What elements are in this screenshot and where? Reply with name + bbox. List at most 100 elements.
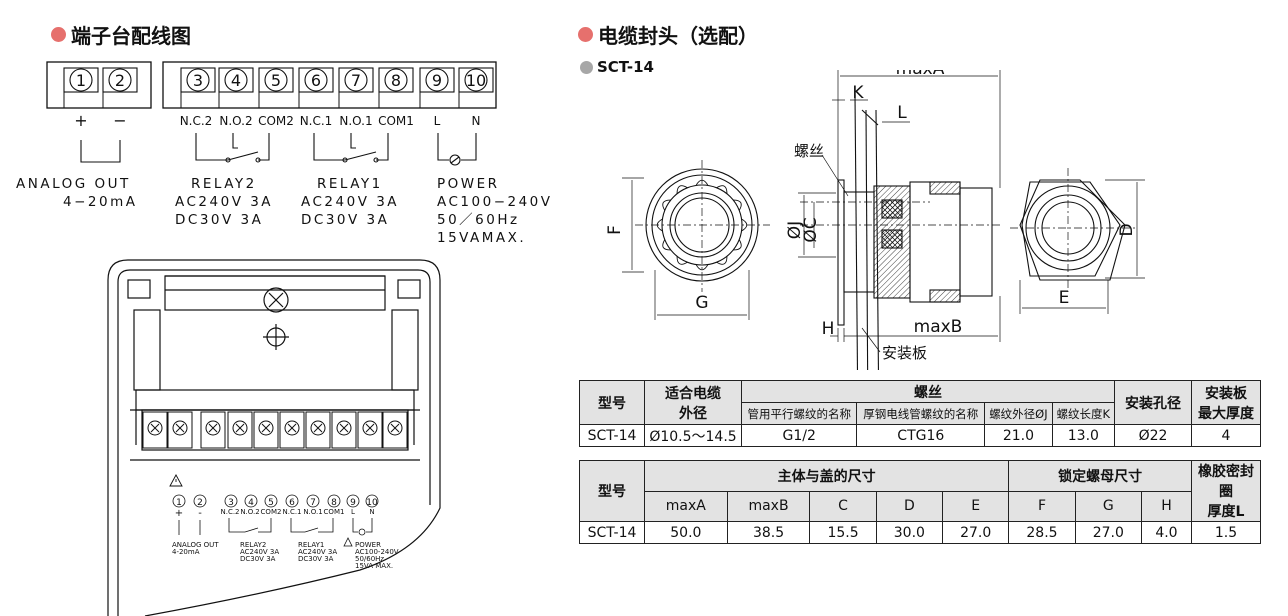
- t2-cell: 38.5: [726, 521, 811, 544]
- terminal-number: 1: [76, 71, 86, 90]
- bullet-icon: [51, 27, 66, 42]
- power-consumption: 15VAMAX.: [437, 230, 526, 246]
- terminal-block: [279, 411, 305, 449]
- t1-sub-header: 厚钢电线管螺纹的名称: [856, 402, 986, 425]
- thread-label: 螺丝: [794, 142, 824, 160]
- t1-sub-header: 螺纹外径ØJ: [984, 402, 1053, 425]
- device-power-voltage: AC100-240V: [355, 548, 399, 556]
- terminal-block: [227, 411, 253, 449]
- device-terminal-number: 4: [248, 498, 254, 508]
- t2-col-header: maxB: [726, 490, 811, 522]
- device-plus: +: [175, 508, 183, 519]
- device-terminal-circle: [224, 494, 238, 508]
- t1-plate-header: 安装板最大厚度: [1191, 380, 1261, 425]
- plus-label: +: [74, 111, 87, 130]
- device-terminal-circle: [264, 494, 278, 508]
- t1-cell: 13.0: [1051, 424, 1116, 447]
- device-terminal-circle: [327, 494, 341, 508]
- t2-col-header: maxA: [644, 490, 728, 522]
- dim-k: K: [852, 83, 864, 103]
- device-power-consumption: 15VA MAX.: [355, 562, 393, 570]
- cable-gland-drawing: F G maxA K L H maxB ØJ ØC D E 螺丝 安装板: [605, 70, 1145, 370]
- t2-model-header: 型号: [579, 460, 645, 522]
- terminal-cell: [338, 67, 374, 93]
- analog-range: 4−20mA: [63, 194, 137, 210]
- device-minus: -: [198, 508, 202, 519]
- terminal-number-circle: [69, 68, 93, 92]
- t2-cell: 15.5: [809, 521, 877, 544]
- device-terminal-circle: [365, 494, 379, 508]
- terminal-number: 6: [311, 71, 321, 90]
- device-analog-title: ANALOG OUT: [172, 541, 219, 549]
- screw-icon: [387, 420, 403, 436]
- t1-cell: SCT-14: [579, 424, 645, 447]
- terminal-block: [142, 411, 168, 449]
- t1-sub-header: 螺纹长度K: [1051, 402, 1116, 425]
- relay2-dc: DC30V 3A: [175, 212, 263, 228]
- t2-col-header: H: [1140, 490, 1193, 522]
- terminal-number-circle: [264, 68, 288, 92]
- t2-seal-header: 橡胶密封圈厚度L: [1191, 460, 1261, 522]
- terminal-cell: [63, 67, 99, 93]
- spec-table-2: 型号 主体与盖的尺寸 锁定螺母尺寸 橡胶密封圈厚度L maxA maxB C D…: [579, 460, 1261, 544]
- t2-cell: 50.0: [644, 521, 728, 544]
- screw-icon: [284, 420, 300, 436]
- t2-col-header: E: [941, 490, 1010, 522]
- terminal-number: 10: [466, 71, 486, 90]
- t1-cell: Ø10.5～14.5: [644, 424, 742, 447]
- device-relay2-title: RELAY2: [240, 541, 266, 549]
- terminal-number: 4: [231, 71, 241, 90]
- device-relay2-dc: DC30V 3A: [240, 555, 276, 563]
- terminal-number: 5: [271, 71, 281, 90]
- device-terminal-number: 9: [350, 498, 356, 508]
- t2-col-header: C: [809, 490, 877, 522]
- screw-icon: [205, 420, 221, 436]
- t1-cell: 4: [1191, 424, 1261, 447]
- power-voltage: AC100−240V: [437, 194, 553, 210]
- dim-c: ØC: [801, 217, 821, 242]
- screw-icon: [362, 420, 378, 436]
- power-title: POWER: [437, 176, 500, 192]
- screw-icon: [147, 420, 163, 436]
- terminal-cell: [102, 67, 138, 93]
- screw-icon: [310, 420, 326, 436]
- device-terminal-number: 8: [331, 498, 337, 508]
- l-label: L: [434, 114, 441, 128]
- screw-icon: [232, 420, 248, 436]
- device-terminal-number: 6: [289, 498, 295, 508]
- t1-cell: 21.0: [984, 424, 1053, 447]
- device-terminal-number: 5: [268, 498, 274, 508]
- wiring-heading: 端子台配线图: [51, 20, 191, 49]
- terminal-number: 9: [432, 71, 442, 90]
- t2-cell: 27.0: [1074, 521, 1142, 544]
- device-no1: N.O.1: [303, 508, 322, 516]
- terminal-cell: [180, 67, 216, 93]
- com1-label: COM1: [378, 114, 414, 128]
- device-power-title: POWER: [355, 541, 381, 549]
- relay1-title: RELAY1: [317, 176, 383, 192]
- t1-thread-header: 螺丝: [741, 380, 1115, 403]
- terminal-block: [357, 411, 383, 449]
- dim-f: F: [605, 225, 625, 235]
- t2-cell: 30.0: [875, 521, 944, 544]
- device-relay1-title: RELAY1: [298, 541, 324, 549]
- device-terminal-circle: [285, 494, 299, 508]
- dim-l: L: [897, 103, 907, 123]
- device-com2: COM2: [261, 508, 282, 516]
- relay1-dc: DC30V 3A: [301, 212, 389, 228]
- terminal-cell: [258, 67, 294, 93]
- terminal-block: [382, 411, 408, 449]
- n-label: N: [472, 114, 481, 128]
- terminal-number-circle: [344, 68, 368, 92]
- device-terminal-circle: [306, 494, 320, 508]
- device-no2: N.O.2: [240, 508, 259, 516]
- device-relay1-dc: DC30V 3A: [298, 555, 334, 563]
- t2-cell: 4.0: [1140, 521, 1193, 544]
- terminal-block: [331, 411, 357, 449]
- device-terminal-number: 7: [310, 498, 316, 508]
- device-terminal-circle: [244, 494, 258, 508]
- model-subheading: SCT-14: [580, 58, 654, 76]
- no1-label: N.O.1: [339, 114, 372, 128]
